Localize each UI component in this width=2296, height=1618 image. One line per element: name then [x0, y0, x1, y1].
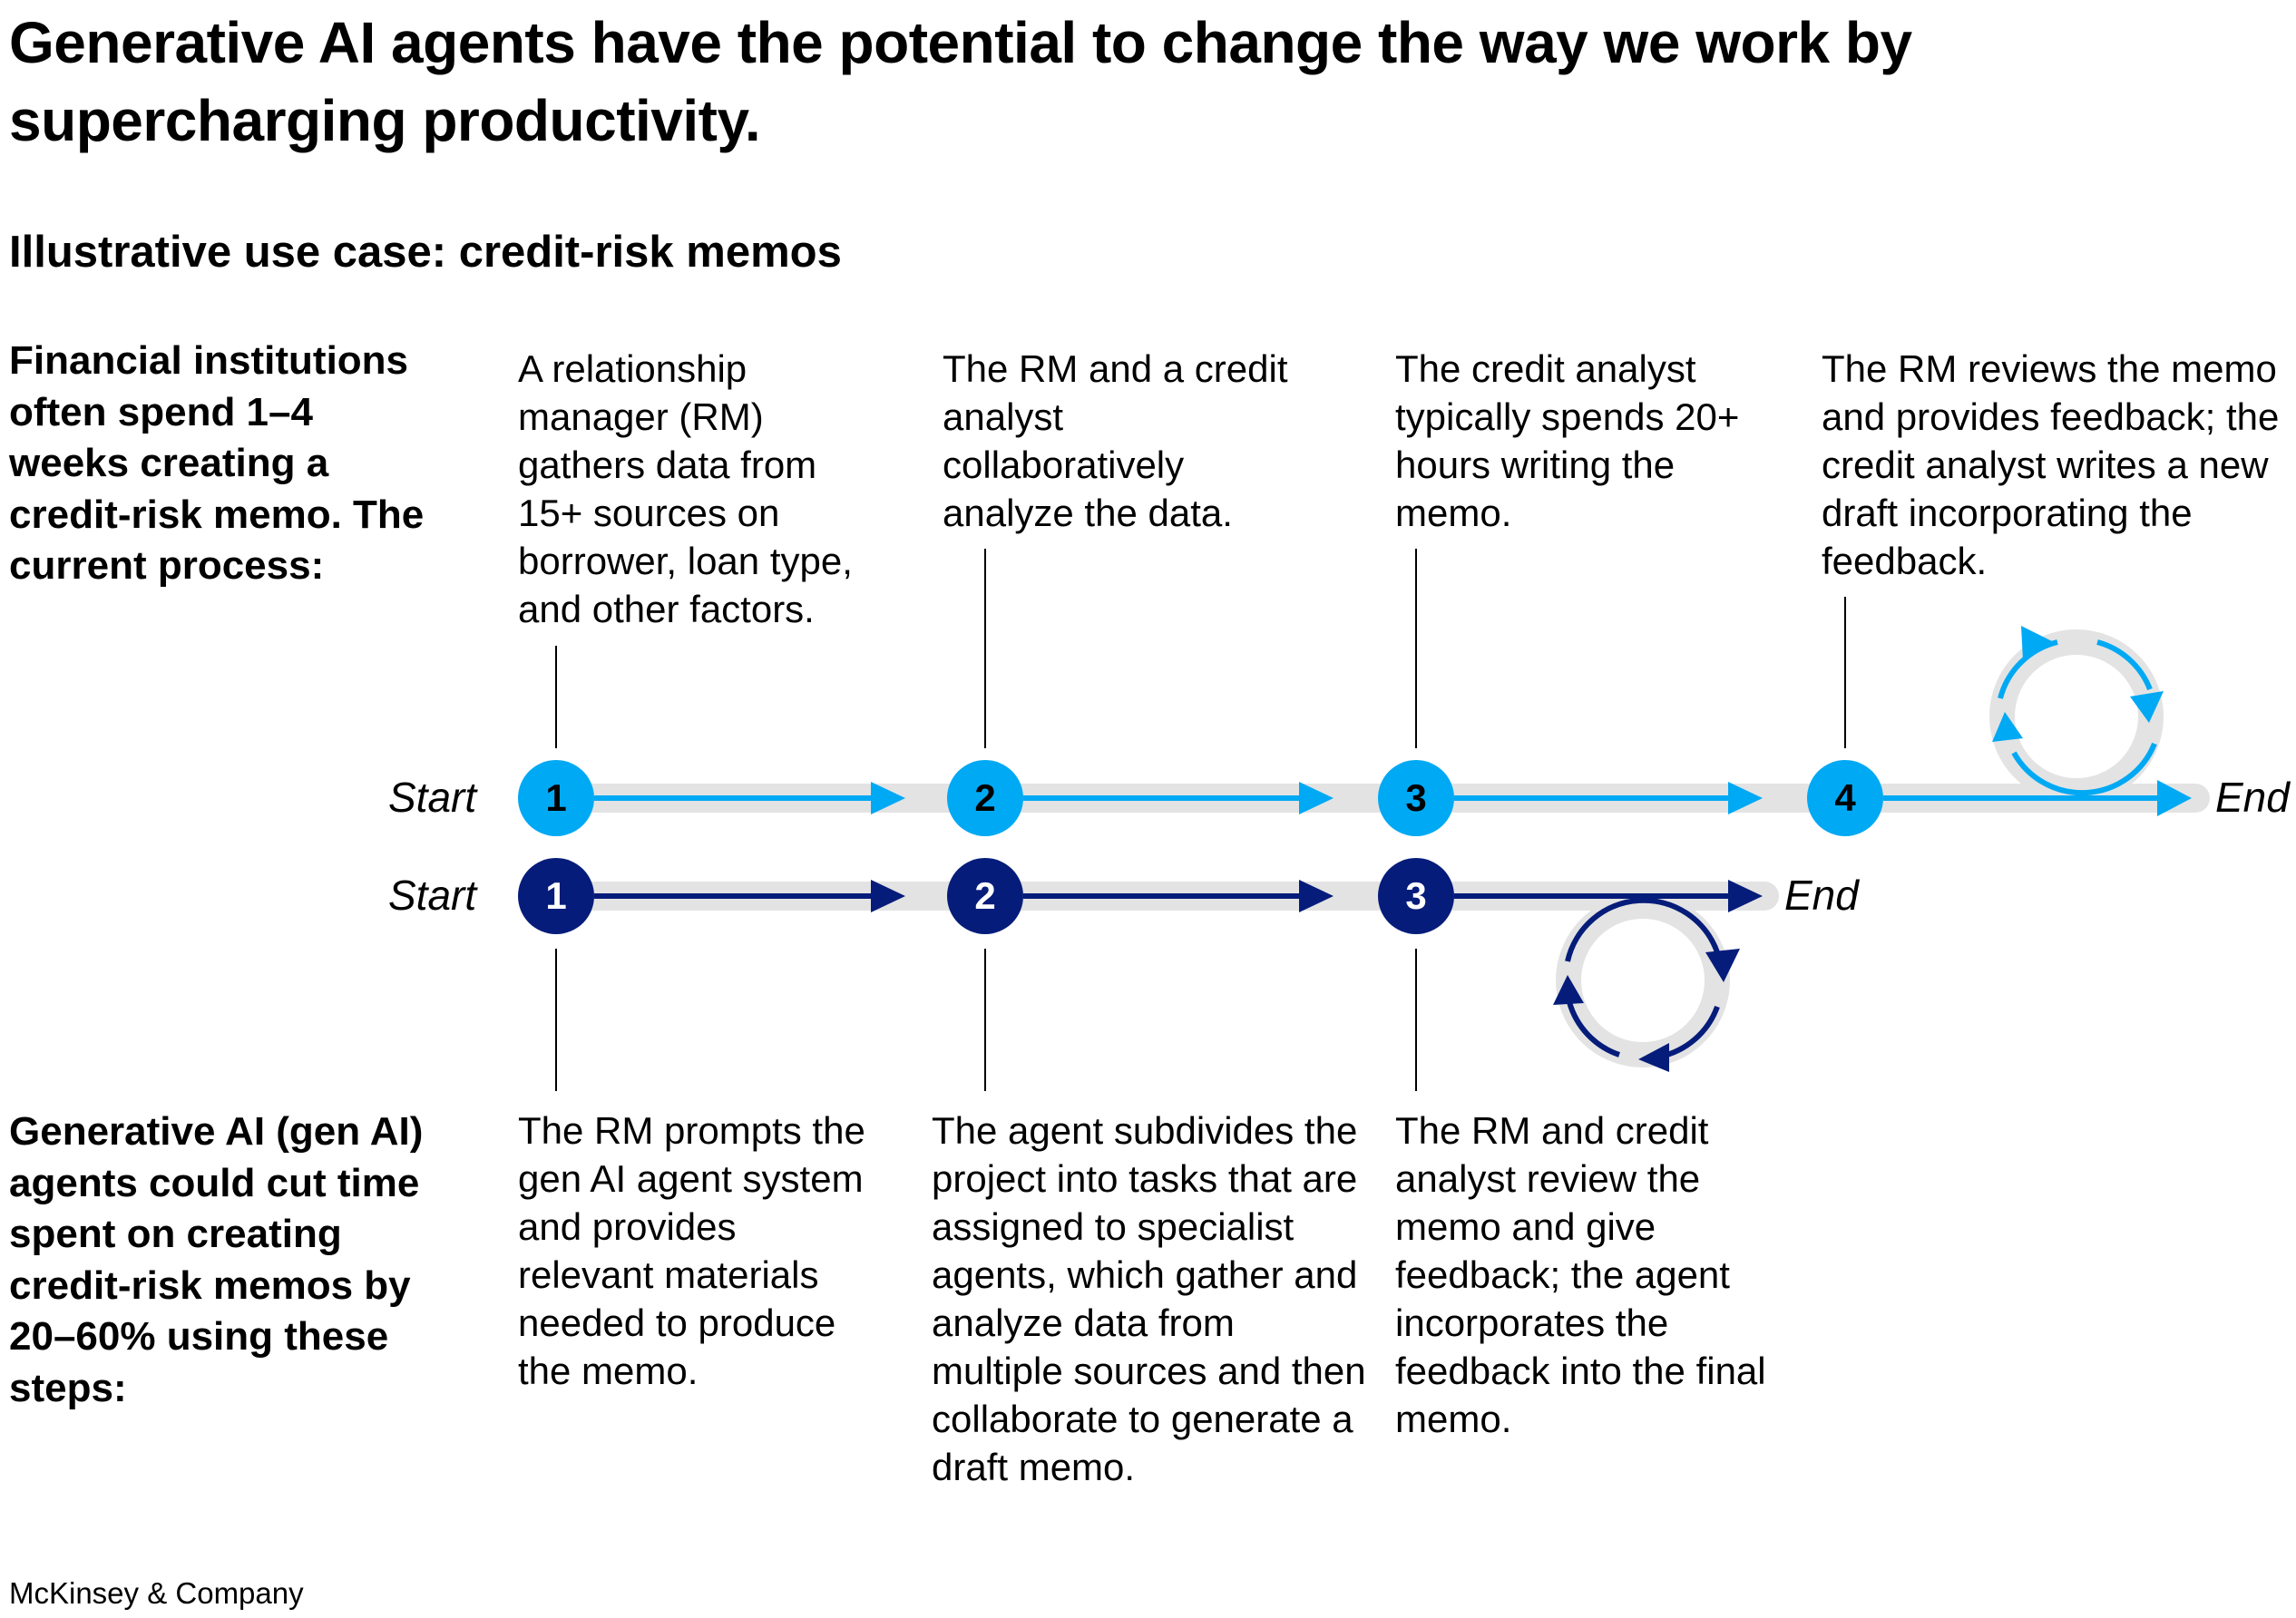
footer-brand: McKinsey & Company	[9, 1576, 304, 1610]
current-start-label: Start	[388, 774, 477, 821]
genai-process-track	[542, 880, 1779, 1072]
genai-step-2-node: 2	[947, 858, 1023, 934]
genai-step-2-text: The agent subdivides the project into ta…	[932, 1109, 1366, 1488]
subtitle: Illustrative use case: credit-risk memos	[9, 228, 842, 277]
current-step-4-text: The RM reviews the memo and provides fee…	[1822, 347, 2280, 582]
current-process-lead: Financial institutions often spend 1–4 w…	[9, 338, 425, 588]
genai-step-1-text: The RM prompts the gen AI agent system a…	[518, 1109, 865, 1392]
current-step-2-text: The RM and a credit analyst collaborativ…	[943, 347, 1288, 534]
page-title: Generative AI agents have the potential …	[9, 10, 1912, 153]
current-step-1-node: 1	[518, 760, 594, 836]
genai-feedback-loop	[1556, 893, 1730, 1067]
genai-step-3-text: The RM and credit analyst review the mem…	[1395, 1109, 1766, 1440]
genai-end-label: End	[1784, 872, 1859, 919]
genai-arrowheads	[871, 880, 1763, 1072]
genai-process-lead: Generative AI (gen AI) agents could cut …	[9, 1109, 424, 1410]
current-step-4-node: 4	[1807, 760, 1883, 836]
current-process-track	[542, 626, 2210, 816]
current-step-1-text: A relationship manager (RM) gathers data…	[518, 347, 853, 630]
current-step-2-node: 2	[947, 760, 1023, 836]
current-arrowheads	[871, 626, 2192, 816]
connector-lines	[555, 549, 1846, 1091]
genai-step-1-node: 1	[518, 858, 594, 934]
current-end-label: End	[2215, 774, 2290, 821]
genai-step-3-node: 3	[1378, 858, 1454, 934]
current-step-3-node: 3	[1378, 760, 1454, 836]
current-step-3-text: The credit analyst typically spends 20+ …	[1395, 347, 1740, 534]
genai-start-label: Start	[388, 872, 477, 919]
